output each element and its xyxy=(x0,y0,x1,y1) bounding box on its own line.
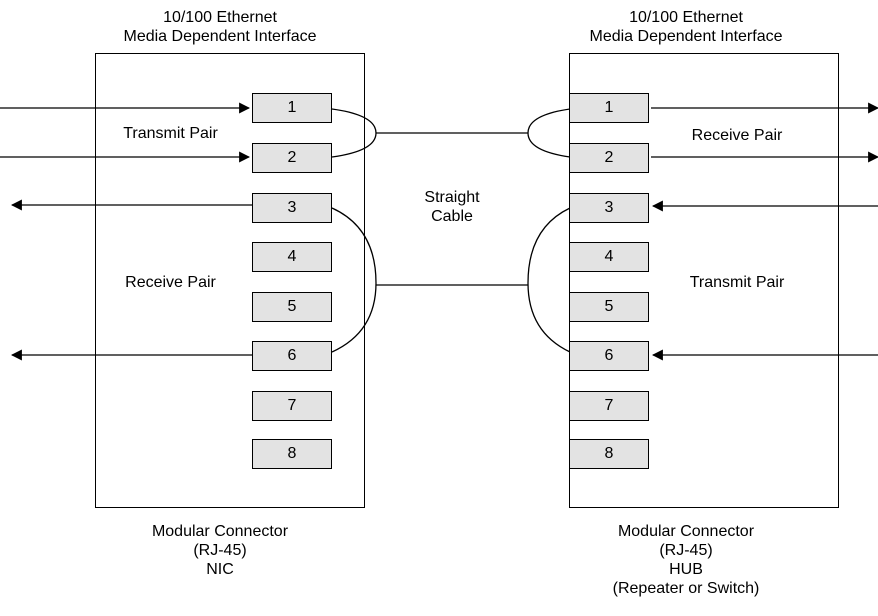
hub-footer-line-2: (RJ-45) xyxy=(659,542,713,559)
nic-connector-box xyxy=(95,53,365,508)
hub-footer-line-3: HUB xyxy=(669,561,703,578)
hub-receive-pair-loop xyxy=(527,108,571,158)
hub-footer-line-4: (Repeater or Switch) xyxy=(612,580,760,597)
nic-pin-1: 1 xyxy=(252,93,332,123)
cable-label-line-2: Cable xyxy=(431,208,473,225)
nic-footer: Modular Connector (RJ-45) NIC xyxy=(60,522,380,579)
hub-transmit-pair-label: Transmit Pair xyxy=(689,274,785,291)
left-header-line-1: 10/100 Ethernet xyxy=(163,9,277,26)
hub-pin-2: 2 xyxy=(569,143,649,173)
nic-transmit-pair-loop xyxy=(331,108,377,158)
nic-pin-6: 6 xyxy=(252,341,332,371)
nic-footer-line-1: Modular Connector xyxy=(151,523,289,540)
nic-receive-pair-loop xyxy=(331,207,377,353)
nic-pin-8: 8 xyxy=(252,439,332,469)
nic-footer-line-3: NIC xyxy=(206,561,234,578)
right-header: 10/100 Ethernet Media Dependent Interfac… xyxy=(526,8,846,46)
left-header: 10/100 Ethernet Media Dependent Interfac… xyxy=(60,8,380,46)
hub-pin-6: 6 xyxy=(569,341,649,371)
hub-receive-pair-label: Receive Pair xyxy=(691,127,783,144)
hub-pin-3: 3 xyxy=(569,193,649,223)
hub-pin-4: 4 xyxy=(569,242,649,272)
nic-pin-7: 7 xyxy=(252,391,332,421)
nic-pin-4: 4 xyxy=(252,242,332,272)
hub-connector-box xyxy=(569,53,839,508)
left-header-line-2: Media Dependent Interface xyxy=(123,28,317,45)
nic-receive-pair-label: Receive Pair xyxy=(125,274,216,291)
nic-pin-2: 2 xyxy=(252,143,332,173)
hub-pin-5: 5 xyxy=(569,292,649,322)
right-header-line-2: Media Dependent Interface xyxy=(589,28,783,45)
hub-transmit-pair-loop xyxy=(527,207,571,353)
hub-footer: Modular Connector (RJ-45) HUB (Repeater … xyxy=(526,522,846,598)
hub-pin-1: 1 xyxy=(569,93,649,123)
nic-pin-5: 5 xyxy=(252,292,332,322)
hub-pin-7: 7 xyxy=(569,391,649,421)
hub-footer-line-1: Modular Connector xyxy=(617,523,755,540)
right-header-line-1: 10/100 Ethernet xyxy=(629,9,743,26)
straight-cable-label: Straight Cable xyxy=(392,188,512,226)
nic-pin-3: 3 xyxy=(252,193,332,223)
cable-label-line-1: Straight xyxy=(424,189,480,206)
hub-pin-8: 8 xyxy=(569,439,649,469)
nic-transmit-pair-label: Transmit Pair xyxy=(123,125,218,142)
nic-footer-line-2: (RJ-45) xyxy=(193,542,247,559)
